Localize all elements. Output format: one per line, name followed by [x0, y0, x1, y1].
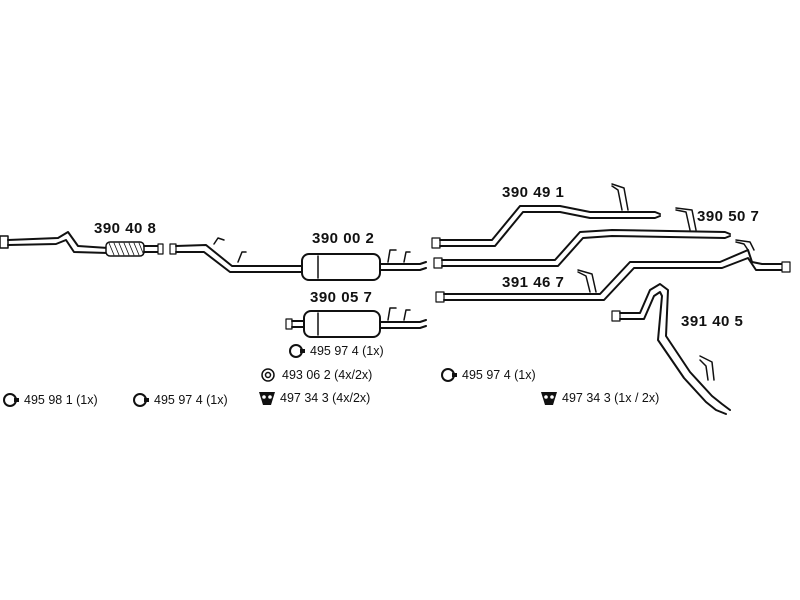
clamp-icon — [132, 392, 150, 408]
accessory-label: 497 34 3 (4x/2x) — [280, 391, 371, 405]
accessory-item: 497 34 3 (1x / 2x) — [540, 390, 659, 406]
rear-pipe-390-49-1 — [431, 183, 661, 249]
part-number-label: 390 49 1 — [502, 184, 565, 201]
accessory-label: 495 97 4 (1x) — [462, 368, 536, 382]
accessory-label: 495 98 1 (1x) — [24, 393, 98, 407]
front-pipe-390-40-8 — [0, 231, 164, 257]
accessory-label: 493 06 2 (4x/2x) — [282, 368, 373, 382]
hanger-icon — [540, 390, 558, 406]
accessory-label: 497 34 3 (1x / 2x) — [562, 391, 660, 405]
middle-silencer-390-00-2 — [169, 237, 427, 281]
rubber-ring-icon — [260, 367, 278, 383]
accessory-item: 495 97 4 (1x) — [440, 367, 536, 383]
rear-pipe-390-50-7 — [433, 207, 731, 269]
part-number-label: 390 00 2 — [312, 230, 375, 247]
part-number-label: 390 05 7 — [310, 289, 373, 306]
hanger-icon — [258, 390, 276, 406]
part-number-label: 390 40 8 — [94, 220, 157, 237]
accessory-item: 495 97 4 (1x) — [288, 343, 384, 359]
part-number-label: 391 40 5 — [681, 313, 744, 330]
accessory-label: 495 97 4 (1x) — [310, 344, 384, 358]
clamp-icon — [440, 367, 458, 383]
rear-pipe-391-46-7 — [435, 239, 791, 303]
tail-pipe-391-40-5 — [611, 283, 731, 415]
part-number-label: 391 46 7 — [502, 274, 565, 291]
clamp-icon — [288, 343, 306, 359]
accessory-item: 495 98 1 (1x) — [2, 392, 98, 408]
clamp-icon — [2, 392, 20, 408]
accessory-item: 497 34 3 (4x/2x) — [258, 390, 370, 406]
accessory-label: 495 97 4 (1x) — [154, 393, 228, 407]
accessory-item: 493 06 2 (4x/2x) — [260, 367, 372, 383]
accessory-item: 495 97 4 (1x) — [132, 392, 228, 408]
part-number-label: 390 50 7 — [697, 208, 760, 225]
middle-silencer-390-05-7 — [285, 307, 427, 338]
